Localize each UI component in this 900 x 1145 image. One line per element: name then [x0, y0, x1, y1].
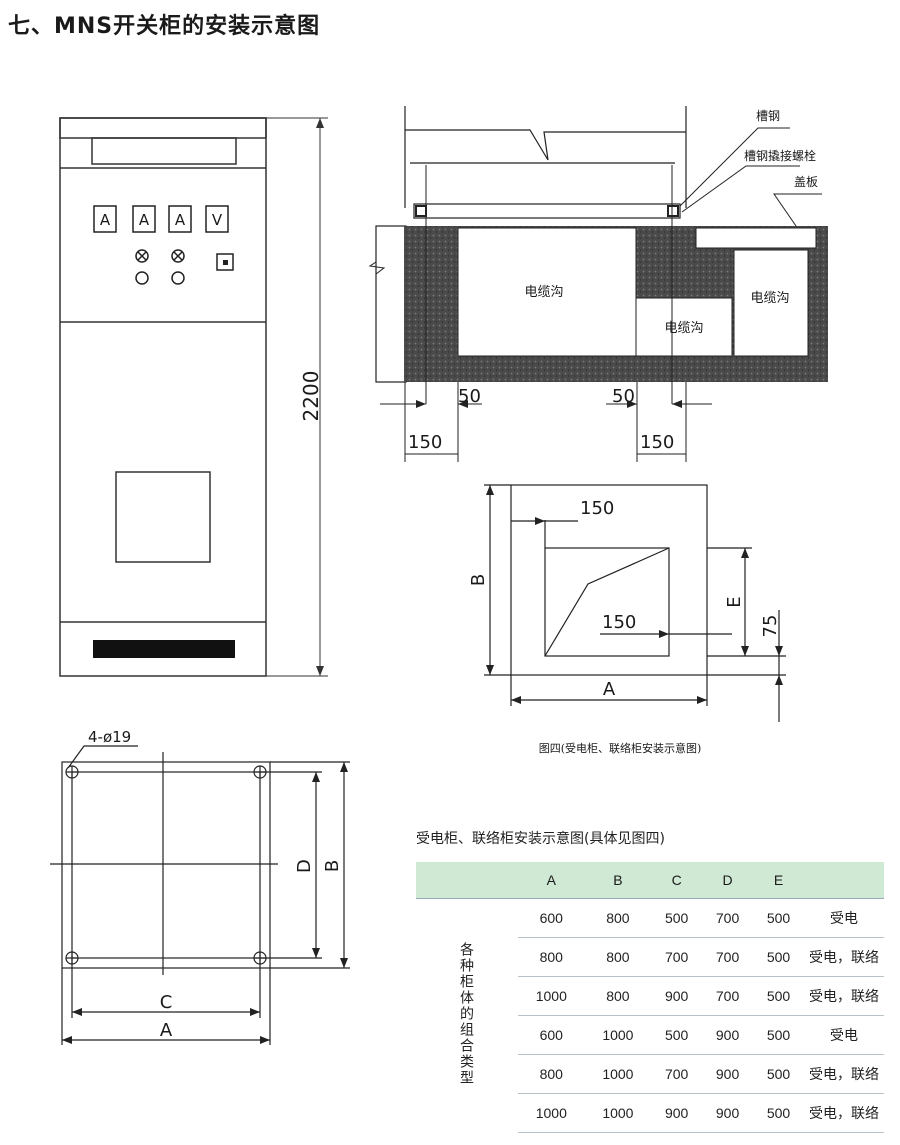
- header-cell: B: [584, 862, 652, 899]
- channel-steel: [413, 203, 681, 219]
- cell-E: 500: [753, 898, 804, 938]
- cell-B: 1000: [584, 1015, 652, 1055]
- indicator-row: [93, 205, 229, 233]
- dim-150-left: 150: [408, 432, 442, 453]
- cell-A: 800: [518, 937, 585, 977]
- cell-type: 受电: [804, 898, 884, 938]
- cell-B: 800: [584, 898, 652, 938]
- cell-D: 700: [702, 976, 754, 1016]
- cell-B: 800: [584, 976, 652, 1016]
- fig4-dim-A: A: [603, 679, 616, 700]
- ammeter-1-label: A: [100, 211, 111, 229]
- header-cell: E: [753, 862, 804, 899]
- cell-D: 700: [702, 937, 754, 977]
- indicator-lamp-icon: [171, 249, 185, 263]
- header-cell: D: [702, 862, 754, 899]
- fig4-dim-150-top: 150: [580, 498, 614, 519]
- base-dim-C: C: [160, 992, 173, 1013]
- push-button-icon: [171, 271, 185, 285]
- cell-C: 700: [651, 937, 703, 977]
- dim-150-right: 150: [640, 432, 674, 453]
- cell-type: 受电: [804, 1015, 884, 1055]
- indicator-lamp-icon: [135, 249, 149, 263]
- switch-icon: [216, 253, 234, 271]
- cell-D: 900: [702, 1015, 754, 1055]
- header-cell: [804, 862, 884, 899]
- cell-B: 800: [584, 937, 652, 977]
- cell-A: 600: [518, 1015, 585, 1055]
- cell-C: 500: [651, 898, 703, 938]
- side-label: 各种柜体的组合类型: [459, 942, 475, 1087]
- cell-E: 500: [753, 1015, 804, 1055]
- header-cell: [416, 862, 518, 899]
- cable-trench-label: 电缆沟: [524, 284, 563, 300]
- cell-C: 700: [651, 1054, 703, 1094]
- cell-D: 900: [702, 1054, 754, 1094]
- cell-D: 700: [702, 898, 754, 938]
- push-button-icon: [135, 271, 149, 285]
- dim-50-left: 50: [458, 386, 481, 407]
- table-row: 600 1000 500 900 500 受电: [416, 1015, 884, 1055]
- fig4-dim-75: 75: [760, 615, 781, 638]
- base-dim-A: A: [160, 1020, 173, 1041]
- mounting-hole-icon: [65, 951, 79, 965]
- table-row: 1000 800 900 700 500 受电，联络: [416, 976, 884, 1016]
- cell-B: 1000: [584, 1054, 652, 1094]
- table-row: 800 1000 700 900 500 受电，联络: [416, 1054, 884, 1094]
- page-title: 七、MNS开关柜的安装示意图: [8, 14, 321, 39]
- table-title: 受电柜、联络柜安装示意图(具体见图四): [416, 831, 665, 847]
- cell-A: 1000: [518, 976, 585, 1016]
- fig4-dim-E: E: [724, 596, 745, 607]
- cable-trench-label: 电缆沟: [664, 320, 703, 336]
- cable-trench-label: 电缆沟: [750, 290, 789, 306]
- cell-E: 500: [753, 1054, 804, 1094]
- header-cell: A: [518, 862, 585, 899]
- ammeter-2-label: A: [139, 211, 150, 229]
- table-row: 800 800 700 700 500 受电，联络: [416, 937, 884, 977]
- cell-E: 500: [753, 1093, 804, 1133]
- cell-A: 1000: [518, 1093, 585, 1133]
- fig4-caption: 图四(受电柜、联络柜安装示意图): [539, 741, 702, 755]
- voltmeter-label: V: [212, 211, 223, 229]
- dim-50-right: 50: [612, 386, 635, 407]
- cover-plate-label: 盖板: [794, 175, 818, 189]
- cover-plate: [695, 227, 817, 249]
- cell-C: 500: [651, 1015, 703, 1055]
- ammeter-3-label: A: [175, 211, 186, 229]
- table-row: 1000 1000 900 900 500 受电，联络: [416, 1093, 884, 1133]
- height-dimension: 2200: [299, 371, 323, 422]
- base-dim-D: D: [294, 859, 315, 873]
- cell-E: 500: [753, 976, 804, 1016]
- channel-steel-label: 槽钢: [756, 109, 780, 123]
- holes-spec: 4-ø19: [88, 728, 131, 746]
- header-cell: C: [651, 862, 703, 899]
- fig4-dim-150-inner: 150: [602, 612, 636, 633]
- cell-A: 800: [518, 1054, 585, 1094]
- mounting-hole-icon: [253, 951, 267, 965]
- cell-C: 900: [651, 976, 703, 1016]
- cell-type: 受电，联络: [804, 937, 884, 977]
- table-row: 各种柜体的组合类型 600 800 500 700 500 受电: [416, 898, 884, 1086]
- cell-A: 600: [518, 898, 585, 938]
- cell-E: 500: [753, 937, 804, 977]
- mounting-hole-icon: [253, 765, 267, 779]
- fig4-dim-B: B: [468, 574, 489, 586]
- side-label-cell: 各种柜体的组合类型: [416, 899, 518, 1133]
- cell-D: 900: [702, 1093, 754, 1133]
- base-dim-B: B: [322, 860, 343, 872]
- mounting-hole-icon: [65, 765, 79, 779]
- combination-table: A B C D E 各种柜体的组合类型 600 800 500 700 500 …: [416, 862, 884, 1133]
- cell-B: 1000: [584, 1093, 652, 1133]
- cell-type: 受电，联络: [804, 976, 884, 1016]
- table-header-row: A B C D E: [416, 862, 884, 899]
- cell-type: 受电，联络: [804, 1093, 884, 1133]
- weld-bolt-label: 槽钢撬接螺栓: [744, 148, 816, 163]
- cell-type: 受电，联络: [804, 1054, 884, 1094]
- cell-C: 900: [651, 1093, 703, 1133]
